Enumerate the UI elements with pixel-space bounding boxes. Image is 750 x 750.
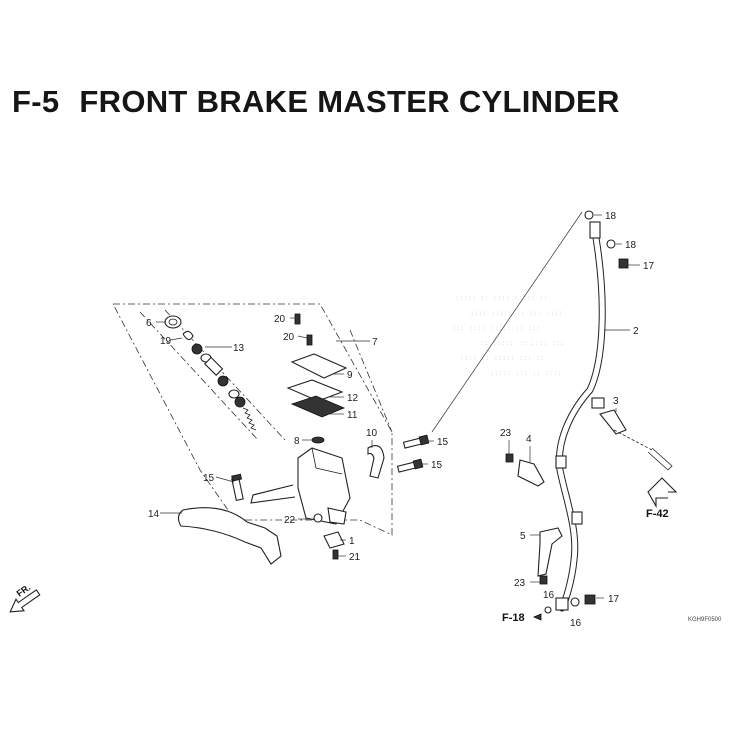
- callout-20-upper: 20: [274, 314, 286, 325]
- part-13-piston-set: [191, 343, 257, 431]
- part-16-washer-left: [544, 606, 552, 614]
- callout-11: 11: [347, 410, 358, 421]
- callout-6: 6: [146, 318, 152, 329]
- arrow-right-icon: [532, 613, 542, 621]
- callout-7: 7: [372, 337, 378, 348]
- leader-lines: [156, 214, 640, 599]
- reference-f18-label: F-18: [502, 612, 525, 624]
- arrow-left-icon: [9, 589, 41, 613]
- callout-13: 13: [233, 343, 245, 354]
- section-title: FRONT BRAKE MASTER CYLINDER: [79, 84, 620, 119]
- arrow-down-icon: [647, 477, 678, 509]
- callout-21: 21: [349, 552, 361, 563]
- group-frame: [112, 303, 393, 536]
- part-18-washer-top: [584, 210, 594, 220]
- front-direction-marker: FR.: [9, 582, 41, 613]
- body-edge: [311, 447, 343, 475]
- piston-guide-line-2: [164, 309, 286, 441]
- callout-9: 9: [347, 370, 353, 381]
- callout-10: 10: [366, 428, 378, 439]
- callout-5: 5: [520, 531, 526, 542]
- callout-18-upper: 18: [625, 240, 637, 251]
- part-4-bracket: [517, 459, 545, 487]
- reference-f18[interactable]: F-18: [502, 612, 542, 624]
- callout-15-upper: 15: [437, 437, 449, 448]
- body-arm: [250, 484, 296, 504]
- callout-2: 2: [633, 326, 639, 337]
- part-23-bolt-upper: [505, 453, 514, 463]
- svg-text::::: :: ::::: ::: ::: :::: :: ::::: ::: ::: [460, 354, 544, 362]
- callout-15-lower: 15: [431, 460, 443, 471]
- part-6-oring: [164, 315, 182, 329]
- callout-18-top: 18: [605, 211, 617, 222]
- page-title: F-5 FRONT BRAKE MASTER CYLINDER: [12, 84, 620, 120]
- hose-clip-upper: [591, 397, 605, 409]
- part-16-washer-right: [570, 597, 580, 607]
- callout-20-lower: 20: [283, 332, 295, 343]
- callout-14: 14: [148, 509, 160, 520]
- body-outlet: [327, 507, 347, 525]
- part-5-bracket: [537, 527, 563, 577]
- callout-12: 12: [347, 393, 359, 404]
- hose-clip-lower: [571, 511, 583, 525]
- part-14-brake-lever: [177, 507, 282, 565]
- part-15-bolts: [396, 434, 430, 473]
- callout-16-hose-left: 16: [543, 590, 555, 601]
- reference-f42-label: F-42: [646, 508, 669, 520]
- part-22-nut: [313, 513, 323, 523]
- callout-23-lower: 23: [514, 578, 526, 589]
- part-20-screws: [294, 313, 313, 346]
- callout-3: 3: [613, 396, 619, 407]
- callout-17-lower: 17: [608, 594, 620, 605]
- callout-16-lever: 15: [203, 473, 215, 484]
- part-8-float: [311, 436, 325, 444]
- part-2-hose-inner: [556, 235, 605, 611]
- svg-text:::::: ::: :: ::::: ::::: ::: :: ::::: [490, 369, 562, 377]
- callout-4: 4: [526, 434, 532, 445]
- cap-guide-line: [349, 329, 393, 433]
- part-3-hose-stay: [599, 409, 673, 471]
- svg-text:::::: :: :::: ::::: ::: ::::: :: :::: ::::: ::: [455, 294, 548, 302]
- part-1-switch: [323, 531, 345, 549]
- part-23-bolt-lower: [539, 575, 548, 585]
- part-10-holder: [367, 445, 385, 479]
- reference-f42[interactable]: F-42: [646, 477, 678, 520]
- background-watermark: ::::: :: :::: ::::: :: :::: ::::: :: :::…: [452, 294, 564, 377]
- hose-clip-mid: [555, 455, 567, 469]
- callout-23-upper: 23: [500, 428, 512, 439]
- part-17-bolt-lower: [584, 594, 596, 605]
- svg-text::::: ::::: :: ::: ::::: :::: ::::: :: ::: ::::: [470, 309, 563, 317]
- callout-16-hose-right: 16: [570, 618, 582, 629]
- drawing-code: KGH9F0500: [688, 617, 722, 623]
- assembly-leader-line: [431, 211, 583, 433]
- callout-17-upper: 17: [643, 261, 655, 272]
- part-9-cap: [290, 353, 348, 379]
- callout-22: 22: [284, 515, 296, 526]
- part-19-snap-ring: [182, 330, 194, 341]
- callout-19: 19: [160, 336, 172, 347]
- svg-text::: ::::: :: :::: :::: :: ::::: :: :::: :::: [480, 339, 564, 347]
- master-cylinder-group: [112, 303, 393, 565]
- piston-guide-line: [139, 311, 259, 441]
- hose-lower-fitting: [555, 597, 569, 611]
- brake-hose-group: [544, 210, 629, 614]
- section-code: F-5: [12, 84, 60, 119]
- svg-text:::: :::: ::::: :: :::: ::: :::: ::::: :: :::: [452, 324, 541, 332]
- part-16-pivot-bolt: [231, 473, 244, 502]
- callout-8: 8: [294, 436, 300, 447]
- part-17-bolt-upper: [618, 258, 629, 269]
- hose-upper-fitting: [589, 221, 601, 239]
- part-12-plate: [286, 379, 344, 402]
- part-18-washer-upper: [606, 239, 616, 249]
- part-6-inner: [168, 318, 178, 326]
- callout-1: 1: [349, 536, 355, 547]
- part-11-diaphragm: [290, 395, 346, 418]
- part-21-screw: [332, 549, 339, 560]
- callout-labels: 6 19 13 20 20 7 9 12 11 8 10 15 14 22 1 …: [146, 211, 655, 629]
